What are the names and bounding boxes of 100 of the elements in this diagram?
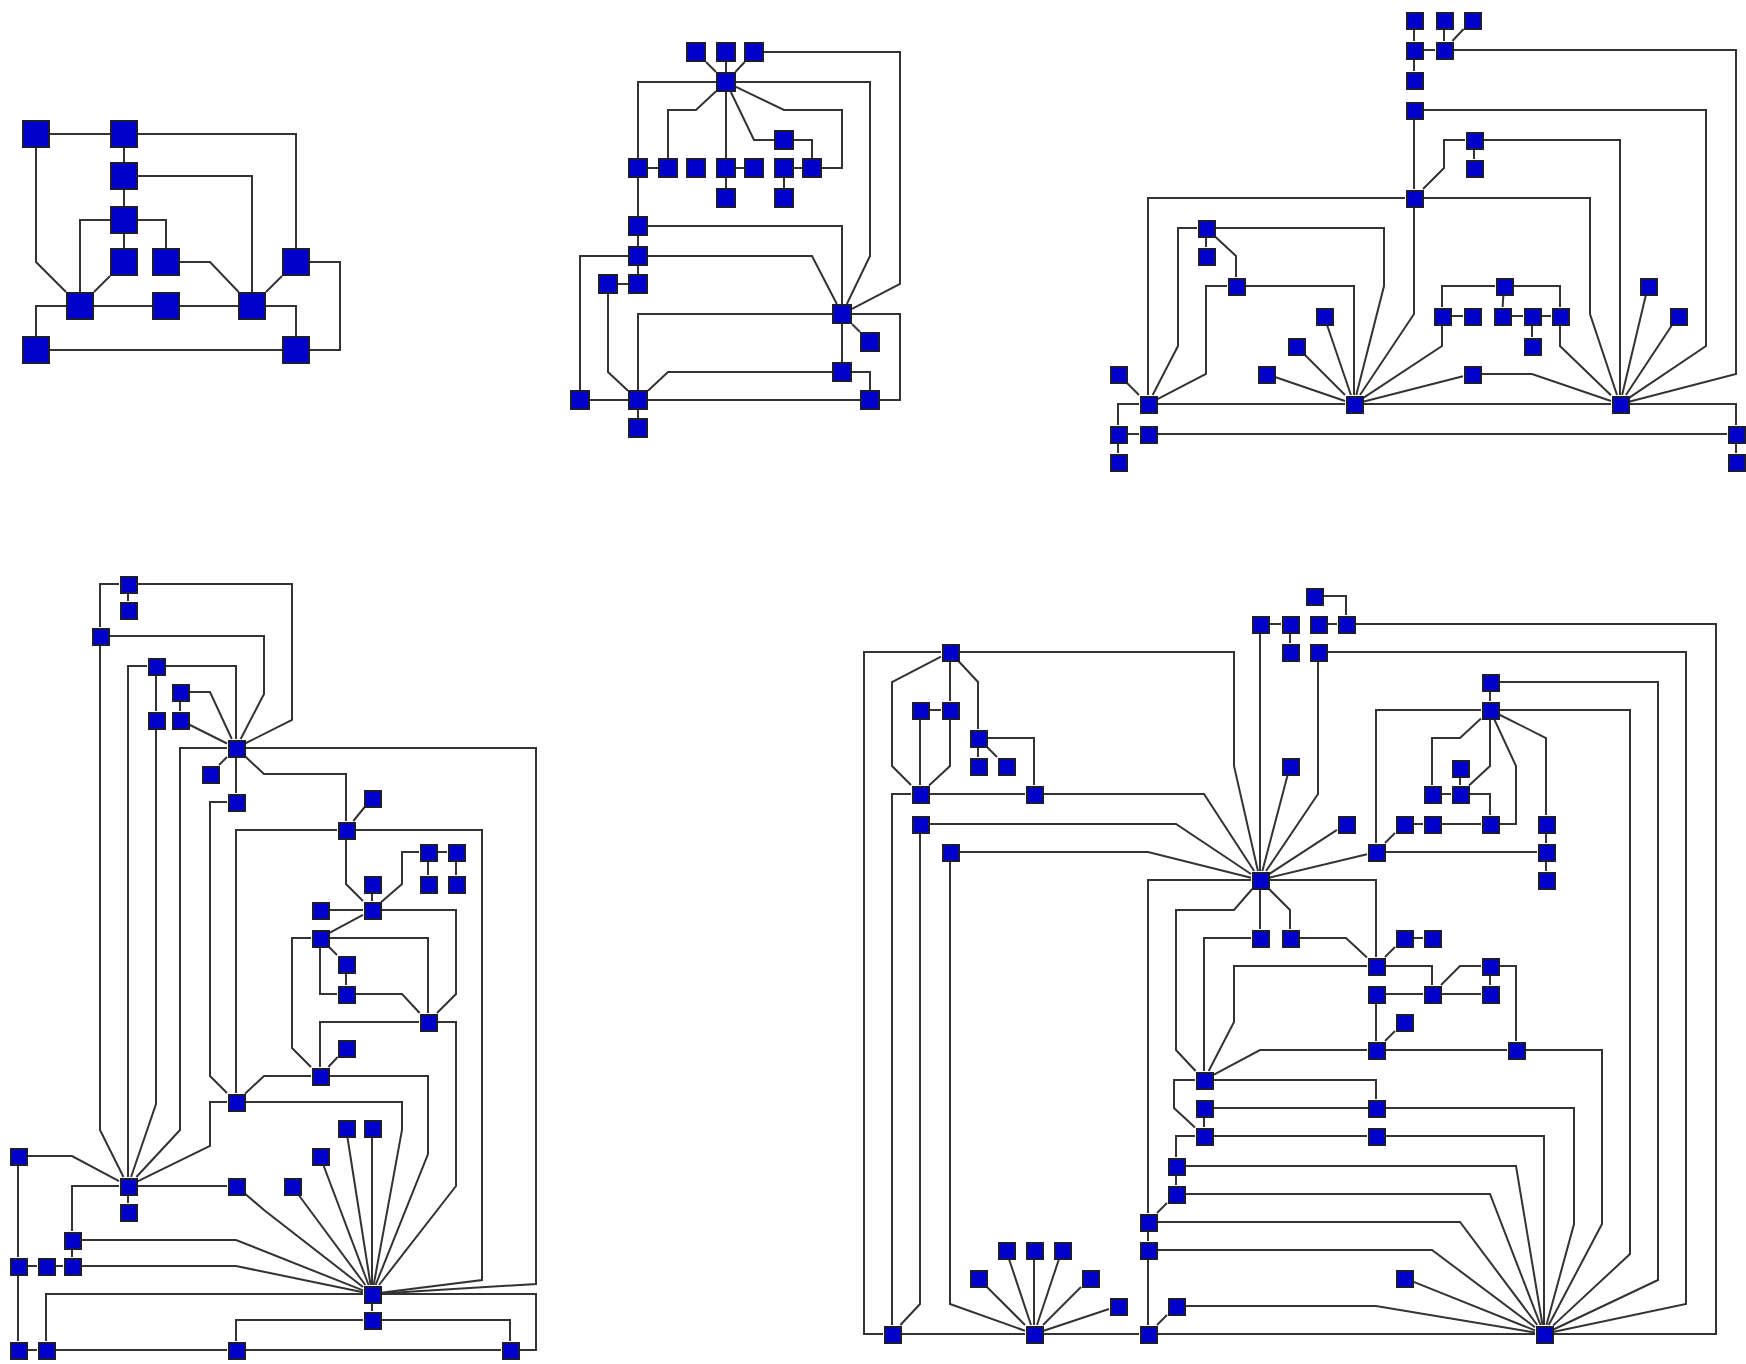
node-square	[447, 875, 465, 893]
connector-line	[1156, 1221, 1539, 1326]
node-square	[1669, 307, 1687, 325]
node-square	[628, 246, 648, 266]
node-square	[969, 1269, 987, 1287]
node-square	[1451, 759, 1469, 777]
connector-line	[346, 1136, 372, 1286]
node-square	[1109, 365, 1127, 383]
node-square	[311, 929, 329, 947]
connector-line	[1493, 718, 1517, 825]
node-square	[1197, 219, 1215, 237]
connector-line	[1441, 285, 1496, 308]
node-square	[1405, 41, 1423, 59]
connector-line	[137, 133, 297, 249]
connector-line	[1212, 1049, 1368, 1077]
connector-line	[1375, 709, 1482, 844]
connector-line	[328, 909, 364, 911]
node-square	[1167, 1185, 1185, 1203]
connector-line	[647, 255, 838, 305]
node-square	[1251, 871, 1269, 889]
connector-line	[725, 61, 727, 73]
node-square	[171, 683, 189, 701]
connector-line	[647, 225, 843, 305]
connector-line	[900, 1333, 1026, 1335]
node-square	[628, 274, 648, 294]
node-square	[110, 162, 138, 190]
connector-line	[1384, 851, 1538, 853]
connector-line	[1117, 442, 1119, 454]
connector-line	[265, 305, 297, 337]
node-square	[686, 42, 706, 62]
connector-line	[35, 305, 67, 337]
node-square	[744, 158, 764, 178]
node-square	[1367, 843, 1385, 861]
node-square	[1195, 1071, 1213, 1089]
connector-line	[1422, 139, 1466, 190]
node-square	[1281, 643, 1299, 661]
connector-line	[130, 728, 157, 1178]
connector-line	[1384, 946, 1396, 958]
connector-line	[1362, 375, 1464, 403]
connector-line	[1384, 993, 1424, 995]
node-square	[1281, 929, 1299, 947]
node-square	[883, 1325, 901, 1343]
connector-line	[735, 85, 843, 169]
connector-line	[928, 823, 1252, 875]
connector-line	[1156, 1314, 1168, 1326]
node-square	[66, 292, 94, 320]
node-square	[1423, 929, 1441, 947]
node-square	[832, 304, 852, 324]
node-square	[1139, 1325, 1157, 1343]
node-square	[1405, 71, 1423, 89]
connector-line	[436, 851, 448, 853]
connector-line	[179, 305, 239, 307]
connector-line	[1489, 974, 1491, 986]
connector-line	[1510, 315, 1524, 317]
node-square	[1727, 425, 1745, 443]
node-square	[227, 793, 245, 811]
node-square	[363, 875, 381, 893]
connector-line	[17, 1164, 19, 1258]
node-square	[1523, 307, 1541, 325]
node-square	[110, 120, 138, 148]
node-square	[1139, 425, 1157, 443]
connector-line	[1545, 860, 1547, 872]
connector-line	[919, 718, 921, 786]
connector-line	[891, 655, 942, 786]
connector-line	[793, 139, 813, 159]
node-square	[1367, 985, 1385, 1003]
node-square	[1139, 1213, 1157, 1231]
connector-line	[354, 993, 421, 1014]
connector-line	[1498, 965, 1517, 1042]
connector-line	[1274, 376, 1346, 402]
node-square	[337, 985, 355, 1003]
connector-line	[637, 313, 833, 391]
node-square	[363, 1311, 381, 1329]
node-square	[941, 843, 959, 861]
connector-line	[235, 1319, 364, 1342]
connector-line	[1422, 197, 1618, 396]
node-square	[1611, 395, 1629, 413]
connector-line	[637, 265, 639, 275]
node-square	[941, 643, 959, 661]
connector-line	[1147, 1258, 1149, 1326]
connector-line	[136, 583, 293, 745]
connector-line	[1624, 324, 1674, 396]
connector-line	[1156, 1333, 1536, 1335]
connector-line	[1628, 403, 1737, 426]
node-square	[1551, 307, 1569, 325]
node-square	[63, 1257, 81, 1275]
node-square	[63, 1231, 81, 1249]
connector-line	[1212, 1107, 1575, 1326]
connector-line	[734, 61, 746, 73]
connector-line	[328, 937, 429, 1014]
node-square	[337, 955, 355, 973]
connector-line	[1440, 793, 1452, 795]
connector-line	[1524, 1049, 1603, 1326]
connector-line	[891, 793, 912, 1326]
connector-line	[617, 283, 629, 285]
node-square	[1195, 1127, 1213, 1145]
node-square	[1367, 1041, 1385, 1059]
node-square	[337, 821, 355, 839]
connector-line	[328, 946, 338, 956]
connector-line	[1212, 1135, 1368, 1137]
